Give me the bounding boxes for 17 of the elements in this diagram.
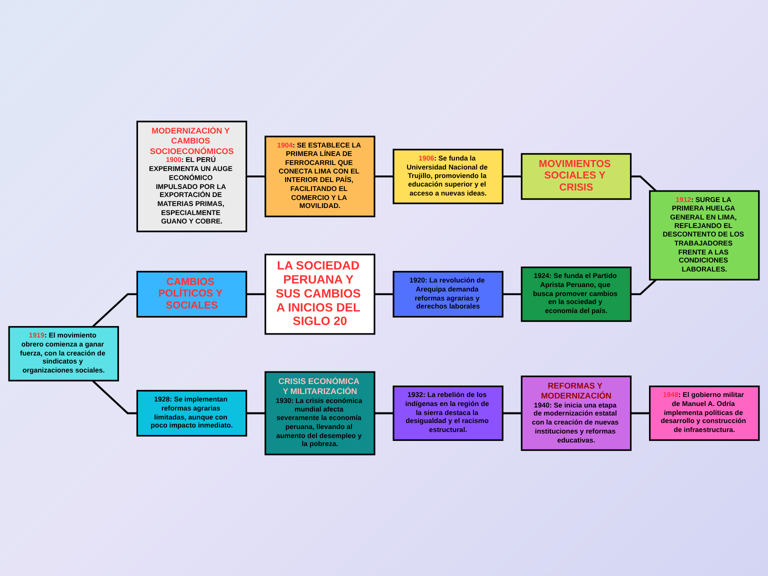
connector — [92, 380, 138, 414]
connector — [630, 278, 657, 296]
connector — [92, 293, 138, 328]
node-box: CAMBIOS POLÍTICOS Y SOCIALES — [136, 270, 248, 318]
connector — [630, 176, 657, 192]
connector — [374, 412, 394, 414]
connector — [246, 176, 266, 178]
connector — [374, 293, 394, 296]
connector — [502, 293, 522, 296]
node-box: MOVIMIENTOS SOCIALES Y CRISIS — [520, 153, 632, 200]
connector — [246, 412, 266, 414]
connector — [630, 412, 650, 414]
connector — [374, 176, 394, 178]
connector — [502, 176, 522, 178]
connector — [246, 293, 266, 296]
connector — [502, 412, 522, 414]
node-box: LA SOCIEDAD PERUANA Y SUS CAMBIOS A INICIOS DEL SIGLO 20 — [264, 254, 376, 335]
